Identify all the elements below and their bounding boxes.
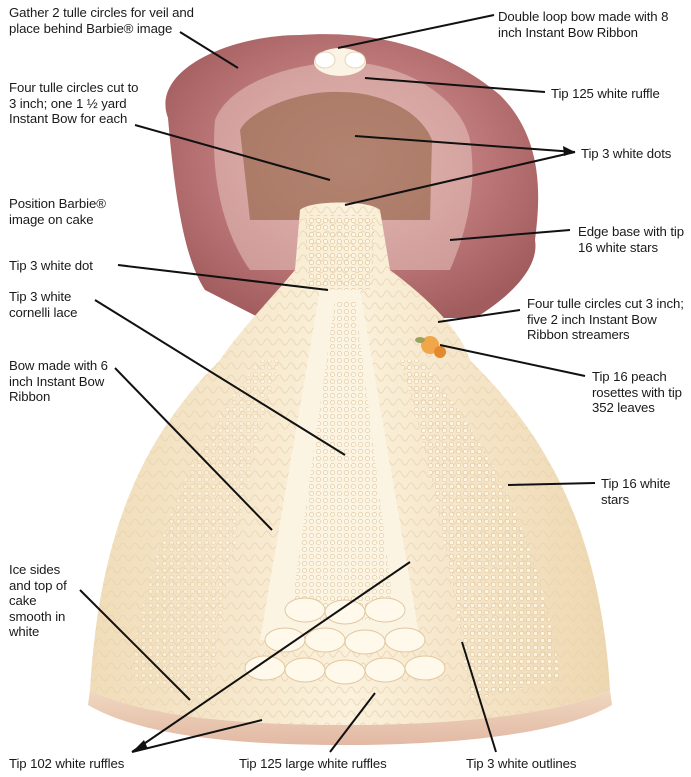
label-bow-6inch: Bow made with 6 inch Instant Bow Ribbon bbox=[9, 358, 119, 405]
label-tip16-stars-text: Tip 16 white stars bbox=[601, 476, 670, 507]
label-edge-base-text: Edge base with tip 16 white stars bbox=[578, 224, 684, 255]
double-loop-bow bbox=[314, 48, 366, 76]
label-position-barbie-text: Position Barbie® image on cake bbox=[9, 196, 106, 227]
label-tip16-stars: Tip 16 white stars bbox=[601, 476, 690, 507]
label-veil-text: Gather 2 tulle circles for veil and plac… bbox=[9, 5, 194, 36]
label-tip3-white-dot-text: Tip 3 white dot bbox=[9, 258, 93, 273]
label-tip16-peach-text: Tip 16 peach rosettes with tip 352 leave… bbox=[592, 369, 682, 415]
label-four-tulle-side-text: Four tulle circles cut 3 inch; five 2 in… bbox=[527, 296, 684, 342]
label-tip3-cornelli-text: Tip 3 white cornelli lace bbox=[9, 289, 77, 320]
label-four-tulle-top: Four tulle circles cut to 3 inch; one 1 … bbox=[9, 80, 139, 127]
label-tip3-dots: Tip 3 white dots bbox=[581, 146, 691, 162]
label-tip125-ruffle: Tip 125 white ruffle bbox=[551, 86, 691, 102]
dress bbox=[88, 203, 612, 746]
label-tip125-large: Tip 125 large white ruffles bbox=[239, 756, 419, 772]
label-bow-6inch-text: Bow made with 6 inch Instant Bow Ribbon bbox=[9, 358, 108, 404]
label-four-tulle-top-text: Four tulle circles cut to 3 inch; one 1 … bbox=[9, 80, 138, 126]
label-four-tulle-side: Four tulle circles cut 3 inch; five 2 in… bbox=[527, 296, 690, 343]
label-tip3-dots-text: Tip 3 white dots bbox=[581, 146, 671, 161]
label-tip16-peach: Tip 16 peach rosettes with tip 352 leave… bbox=[592, 369, 690, 416]
label-tip102: Tip 102 white ruffles bbox=[9, 756, 169, 772]
label-tip3-outlines-text: Tip 3 white outlines bbox=[466, 756, 576, 771]
label-ice-sides-text: Ice sides and top of cake smooth in whit… bbox=[9, 562, 67, 639]
label-tip102-text: Tip 102 white ruffles bbox=[9, 756, 124, 771]
label-ice-sides: Ice sides and top of cake smooth in whit… bbox=[9, 562, 75, 640]
label-tip3-white-dot: Tip 3 white dot bbox=[9, 258, 129, 274]
label-veil: Gather 2 tulle circles for veil and plac… bbox=[9, 5, 209, 36]
label-tip3-cornelli: Tip 3 white cornelli lace bbox=[9, 289, 99, 320]
label-tip125-ruffle-text: Tip 125 white ruffle bbox=[551, 86, 660, 101]
label-tip125-large-text: Tip 125 large white ruffles bbox=[239, 756, 387, 771]
label-tip3-outlines: Tip 3 white outlines bbox=[466, 756, 606, 772]
label-double-loop-text: Double loop bow made with 8 inch Instant… bbox=[498, 9, 668, 40]
label-position-barbie: Position Barbie® image on cake bbox=[9, 196, 109, 227]
label-double-loop: Double loop bow made with 8 inch Instant… bbox=[498, 9, 678, 40]
label-edge-base: Edge base with tip 16 white stars bbox=[578, 224, 688, 255]
